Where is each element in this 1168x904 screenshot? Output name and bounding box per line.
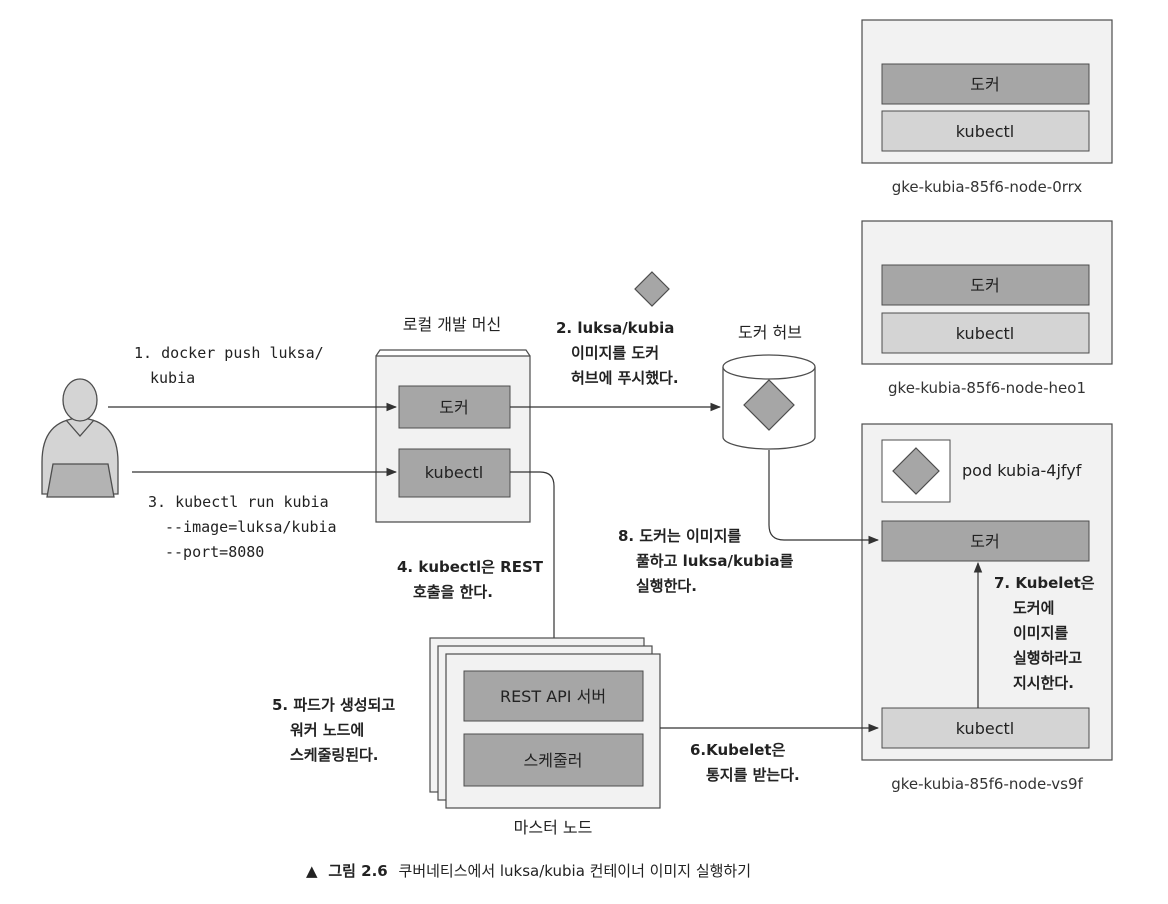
master-node-title: 마스터 노드 xyxy=(514,818,593,837)
rest-api-server-label: REST API 서버 xyxy=(500,687,606,706)
figure-caption: ▲ 그림 2.6 쿠버네티스에서 luksa/kubia 컨테이너 이미지 실행… xyxy=(306,862,751,880)
image-icon xyxy=(743,379,795,431)
step-6-text: 6.Kubelet은 통지를 받는다. xyxy=(690,741,800,784)
user-icon xyxy=(41,378,119,498)
step-8-text: 8. 도커는 이미지를 풀하고 luksa/kubia를 실행한다. xyxy=(618,527,799,595)
docker-hub-title: 도커 허브 xyxy=(738,323,802,342)
node-name: gke-kubia-85f6-node-vs9f xyxy=(891,775,1083,793)
kubectl-label: kubectl xyxy=(425,463,483,482)
master-node: REST API 서버 스케줄러 마스터 노드 xyxy=(429,637,661,837)
docker-box xyxy=(881,520,1090,562)
scheduler-box xyxy=(463,733,644,787)
caption-figure-number: 그림 2.6 xyxy=(328,862,387,880)
docker-label: 도커 xyxy=(970,532,999,551)
step-4-text: 4. kubectl은 REST 호출을 한다. xyxy=(397,558,548,601)
step-5-text: 5. 파드가 생성되고 워커 노드에 스케줄링된다. xyxy=(272,696,400,764)
rest-api-server-box xyxy=(463,670,644,722)
local-machine-title: 로컬 개발 머신 xyxy=(403,315,502,334)
arrow-hub-to-worker-docker xyxy=(768,450,880,545)
worker-node-vs9f: pod kubia-4jfyf 도커 kubectl gke-kubia-85f… xyxy=(861,423,1113,793)
step-7-text: 7. Kubelet은 도커에 이미지를 실행하라고 지시한다. xyxy=(994,574,1100,692)
kubectl-box xyxy=(881,110,1090,152)
caption-marker: ▲ xyxy=(306,862,318,880)
container-icon xyxy=(892,447,940,495)
docker-label: 도커 xyxy=(439,398,468,417)
pod-label: pod kubia-4jfyf xyxy=(962,461,1082,480)
docker-box xyxy=(881,264,1090,306)
local-dev-machine: 로컬 개발 머신 도커 kubectl xyxy=(375,315,531,523)
kubectl-box xyxy=(881,707,1090,749)
kubectl-box xyxy=(398,448,511,498)
kubectl-box xyxy=(881,312,1090,354)
docker-box xyxy=(881,63,1090,105)
kubectl-label: kubectl xyxy=(956,122,1014,141)
worker-node-0rrx: 도커 kubectl gke-kubia-85f6-node-0rrx xyxy=(861,19,1113,196)
step-2-text: 2. luksa/kubia 이미지를 도커 허브에 푸시했다. xyxy=(556,319,680,387)
scheduler-label: 스케줄러 xyxy=(524,751,583,770)
docker-hub: 도커 허브 xyxy=(722,323,816,450)
step-1-text: 1. docker push luksa/ kubia xyxy=(134,344,333,387)
docker-label: 도커 xyxy=(970,276,999,295)
kubectl-label: kubectl xyxy=(956,324,1014,343)
arrow-kubectl-to-api xyxy=(510,471,559,668)
worker-node-heo1: 도커 kubectl gke-kubia-85f6-node-heo1 xyxy=(861,220,1113,397)
kubectl-label: kubectl xyxy=(956,719,1014,738)
node-name: gke-kubia-85f6-node-0rrx xyxy=(892,178,1083,196)
image-icon xyxy=(634,271,670,307)
node-name: gke-kubia-85f6-node-heo1 xyxy=(888,379,1086,397)
step-3-text: 3. kubectl run kubia --image=luksa/kubia… xyxy=(148,493,346,561)
caption-text: 쿠버네티스에서 luksa/kubia 컨테이너 이미지 실행하기 xyxy=(399,862,752,880)
docker-label: 도커 xyxy=(970,75,999,94)
